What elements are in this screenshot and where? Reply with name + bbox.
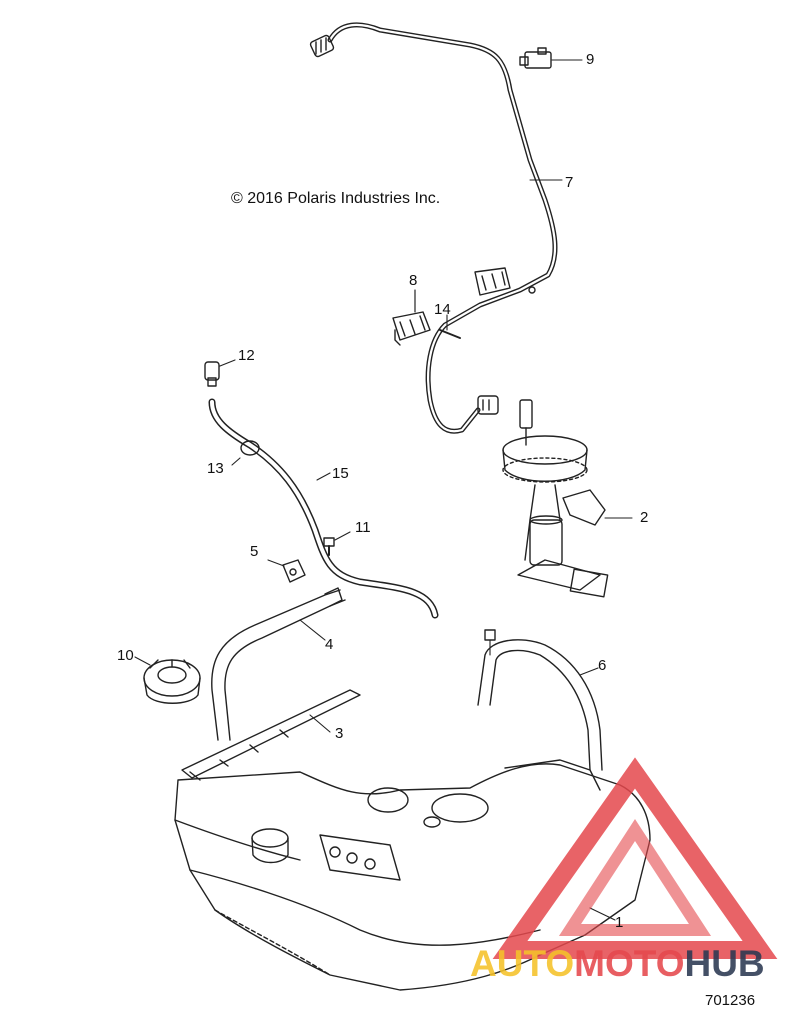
harness-clips-part — [392, 267, 511, 346]
vent-hose-part — [208, 398, 439, 619]
callout-2: 2 — [640, 509, 649, 526]
fuel-tank-part — [174, 759, 651, 991]
callout-9: 9 — [586, 51, 595, 68]
cable-tie-part — [439, 314, 461, 339]
callout-8: 8 — [409, 272, 418, 289]
watermark-part-moto: MOTO — [574, 943, 685, 984]
callout-12: 12 — [238, 347, 255, 364]
callout-10: 10 — [117, 647, 134, 664]
connector-part — [519, 47, 583, 69]
leader-lines — [414, 179, 563, 313]
callout-7: 7 — [565, 174, 574, 191]
watermark-part-auto: AUTO — [470, 943, 575, 984]
watermark-logo — [492, 757, 778, 959]
callout-4: 4 — [325, 636, 334, 653]
copyright-notice: © 2016 Polaris Industries Inc. — [231, 190, 441, 207]
strap-right-part — [477, 629, 603, 771]
drawing-number: 701236 — [705, 992, 756, 1009]
watermark-part-hub: HUB — [684, 943, 765, 984]
callout-5: 5 — [250, 543, 259, 560]
tank-pad-part — [181, 689, 361, 781]
bolt-part — [323, 531, 351, 556]
callout-13: 13 — [207, 460, 224, 477]
callout-11: 11 — [355, 519, 371, 536]
callout-1: 1 — [615, 914, 624, 931]
strap-left-part — [211, 587, 346, 741]
fuel-pump-part — [502, 399, 633, 598]
wire-harness-part — [309, 22, 558, 434]
callout-6: 6 — [598, 657, 607, 674]
callout-15: 15 — [332, 465, 349, 482]
callout-14: 14 — [434, 301, 451, 318]
vent-valve-part — [204, 359, 236, 387]
callout-3: 3 — [335, 725, 344, 742]
fuel-cap-part — [134, 656, 201, 704]
hose-clamp-part — [231, 440, 260, 466]
bracket-fitting-part — [267, 559, 306, 583]
watermark-text: AUTOMOTOHUB — [470, 945, 765, 982]
